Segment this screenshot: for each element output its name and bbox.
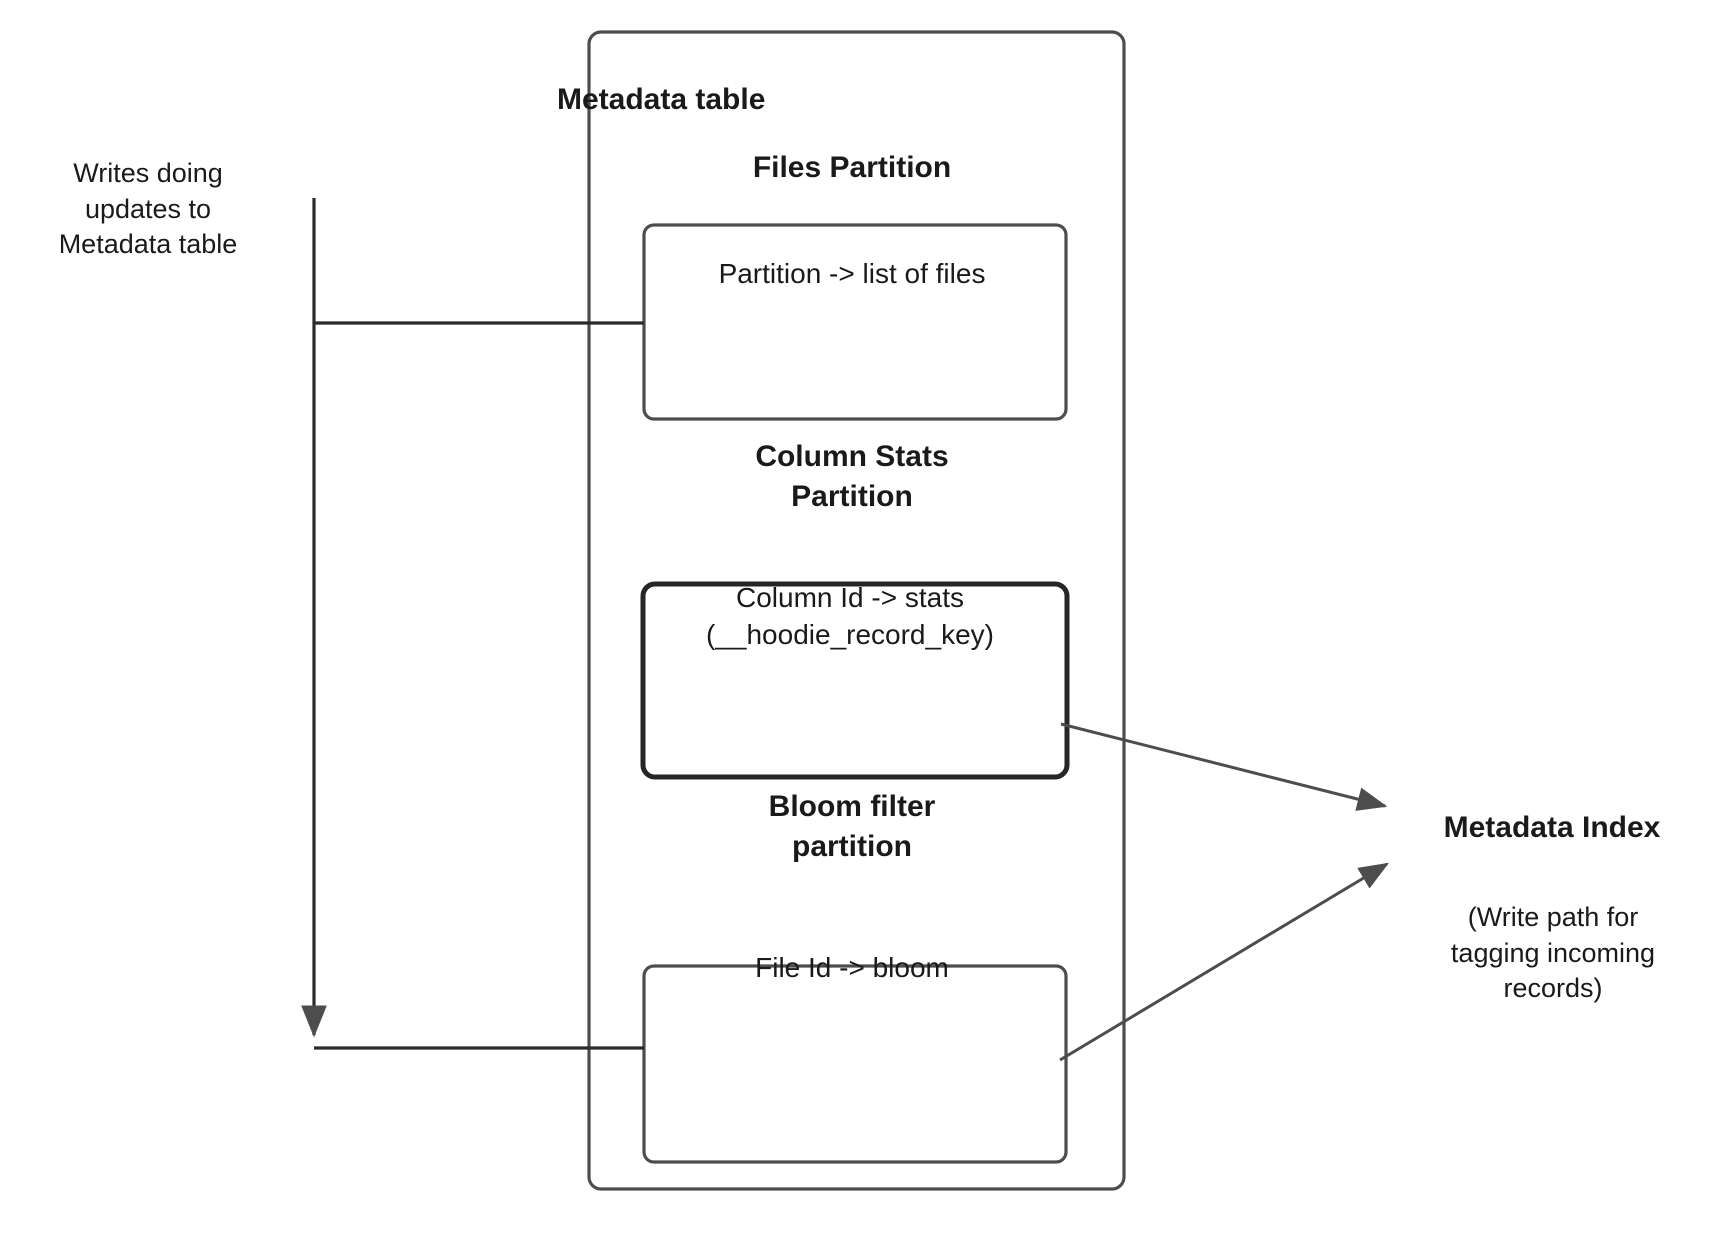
bloom-filter-partition-box <box>642 964 1068 1164</box>
bloom-filter-partition-heading: Bloom filter partition <box>768 790 936 863</box>
metadata-index-note: (Write path for tagging incoming records… <box>1450 902 1656 1004</box>
metadata-index-title: Metadata Index <box>1443 811 1661 844</box>
bloom-filter-partition-box-label: File Id -> bloom <box>755 952 949 983</box>
metadata-table-title: Metadata table <box>557 83 766 116</box>
files-partition-heading: Files Partition <box>752 151 952 184</box>
column-stats-partition-box-label: Column Id -> stats (__hoodie_record_key) <box>706 582 994 650</box>
connector-column-stats-to-metadata-index <box>1060 722 1388 811</box>
files-partition-box-label: Partition -> list of files <box>718 258 986 289</box>
files-partition-box <box>642 223 1068 421</box>
writes-annotation-label: Writes doing updates to Metadata table <box>58 158 238 260</box>
column-stats-partition-heading: Column Stats Partition <box>755 440 949 513</box>
connector-bloom-filter-to-metadata-index <box>1059 862 1390 1062</box>
